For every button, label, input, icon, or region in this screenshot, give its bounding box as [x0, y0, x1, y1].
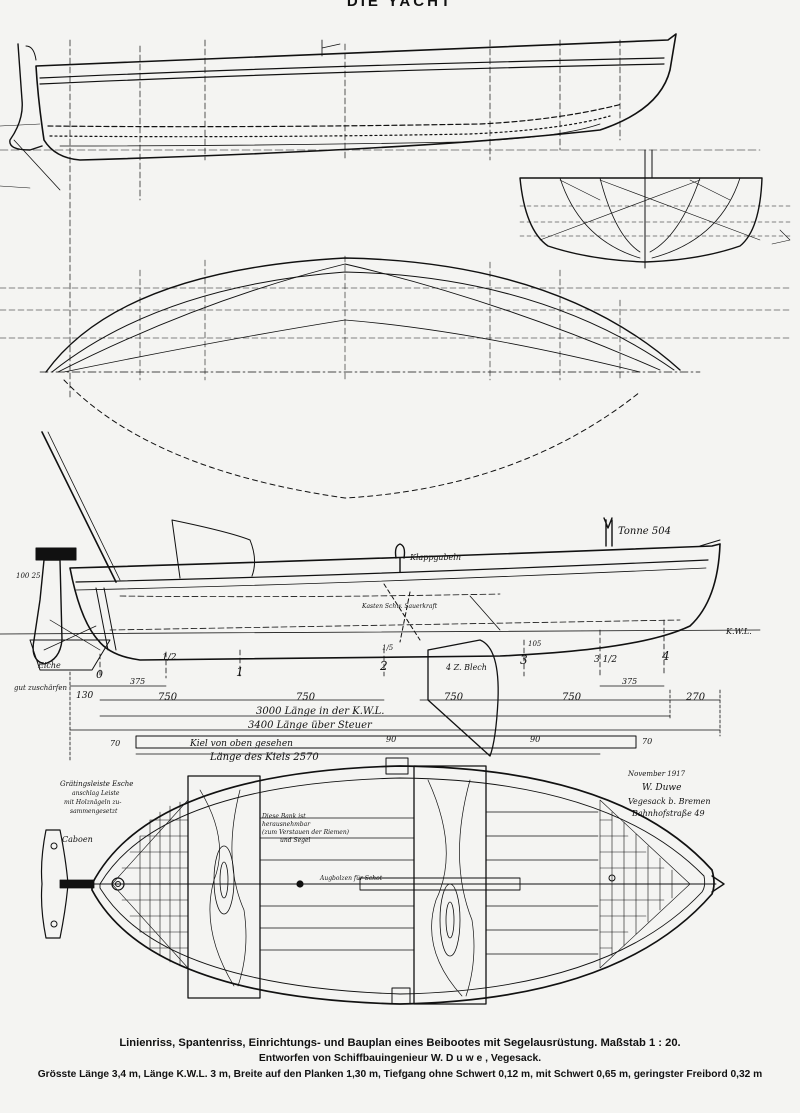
dimension-labels: 130 375 750 750 750 750 375 270 3000 Län… — [76, 677, 706, 763]
designer-note: November 1917 W. Duwe Vegesack b. Bremen… — [627, 770, 711, 818]
label-blech: 4 Z. Blech — [445, 663, 487, 672]
dim-750-b: 750 — [296, 692, 316, 703]
label-gut-zuschaerfen: gut zuschärfen — [14, 684, 67, 692]
label-schwert: Kasten Schw. Sauerkraft — [361, 603, 438, 610]
designer-name: W. Duwe — [642, 783, 681, 793]
station-3-half: 3 1/2 — [594, 655, 617, 665]
dim-kwl-length: 3000 Länge in der K.W.L. — [256, 706, 384, 717]
label-bank-3: (zum Verstauen der Riemen) — [262, 829, 350, 836]
label-tonne: Tonne 504 — [618, 526, 671, 537]
station-3: 3 — [520, 653, 528, 667]
construction-plan — [40, 757, 725, 1005]
dim-overall-length: 3400 Länge über Steuer — [248, 720, 373, 731]
dim-keel-top: Kiel von oben gesehen — [189, 739, 293, 749]
boat-construction-drawing: 0 1/2 1 2 3 3 1/2 4 Klappgabeln Tonne 50… — [0, 33, 791, 1005]
construction-profile — [0, 431, 761, 757]
designer-place: Vegesack b. Bremen — [628, 797, 711, 806]
dim-750-d: 750 — [562, 692, 582, 703]
label-mark-105: 105 — [528, 640, 542, 648]
station-0: 0 — [96, 668, 103, 681]
label-graeting: Grätingsleiste Esche — [60, 780, 133, 788]
dim-90-b: 90 — [530, 735, 540, 744]
dim-375-b: 375 — [622, 677, 637, 686]
half-breadth-plan — [0, 255, 791, 499]
profile-labels: Klappgabeln Tonne 504 K.W.L. Eiche gut z… — [14, 526, 752, 692]
plan-labels: Grätingsleiste Esche anschlag Leiste mit… — [60, 780, 383, 882]
label-klappgabeln: Klappgabeln — [409, 553, 461, 562]
dim-270: 270 — [685, 692, 706, 703]
dim-keel-length: Länge des Kiels 2570 — [209, 752, 319, 763]
station-1: 1 — [236, 665, 244, 679]
caption-designer: Entworfen von Schiffbauingenieur W. D u … — [258, 1053, 542, 1064]
station-4: 4 — [661, 649, 670, 663]
dim-90-a: 90 — [386, 735, 396, 744]
designer-date: November 1917 — [627, 770, 686, 778]
page-header: DIE YACHT — [346, 0, 454, 10]
caption-title: Linienriss, Spantenriss, Einrichtungs- u… — [119, 1037, 681, 1049]
dim-375-a: 375 — [130, 677, 145, 686]
label-station-mark: 1/5 — [382, 644, 394, 652]
label-eiche: Eiche — [37, 661, 61, 670]
station-2: 2 — [379, 659, 388, 673]
body-plan — [519, 149, 791, 269]
label-graeting-4: sammengesetzt — [70, 808, 118, 815]
label-graeting-2: anschlag Leiste — [72, 790, 120, 797]
caption-specs: Grösste Länge 3,4 m, Länge K.W.L. 3 m, B… — [37, 1069, 763, 1080]
dimension-lines — [69, 671, 721, 761]
station-half: 1/2 — [162, 653, 177, 663]
station-numbers: 0 1/2 1 2 3 3 1/2 4 — [96, 649, 670, 681]
dim-130: 130 — [76, 691, 93, 701]
label-bank-1: Diese Bank ist — [261, 813, 306, 820]
label-cabeen: Caboen — [62, 835, 93, 844]
caption-block: Linienriss, Spantenriss, Einrichtungs- u… — [0, 1035, 800, 1083]
dim-70-a: 70 — [110, 739, 120, 748]
designer-street: Bahnhofstraße 49 — [631, 809, 705, 818]
dim-70-b: 70 — [642, 737, 652, 746]
label-bank-4: und Segel — [280, 837, 311, 844]
dim-750-a: 750 — [158, 692, 178, 703]
dim-750-c: 750 — [444, 692, 464, 703]
label-kwl: K.W.L. — [725, 627, 752, 636]
label-augbolzen: Augbolzen für Schot — [319, 875, 383, 882]
label-mark-100: 100 25 — [16, 572, 41, 580]
label-graeting-3: mit Holznägeln zu- — [64, 799, 121, 806]
lines-profile — [0, 33, 761, 401]
label-bank-2: herausnehmbar — [262, 821, 311, 828]
